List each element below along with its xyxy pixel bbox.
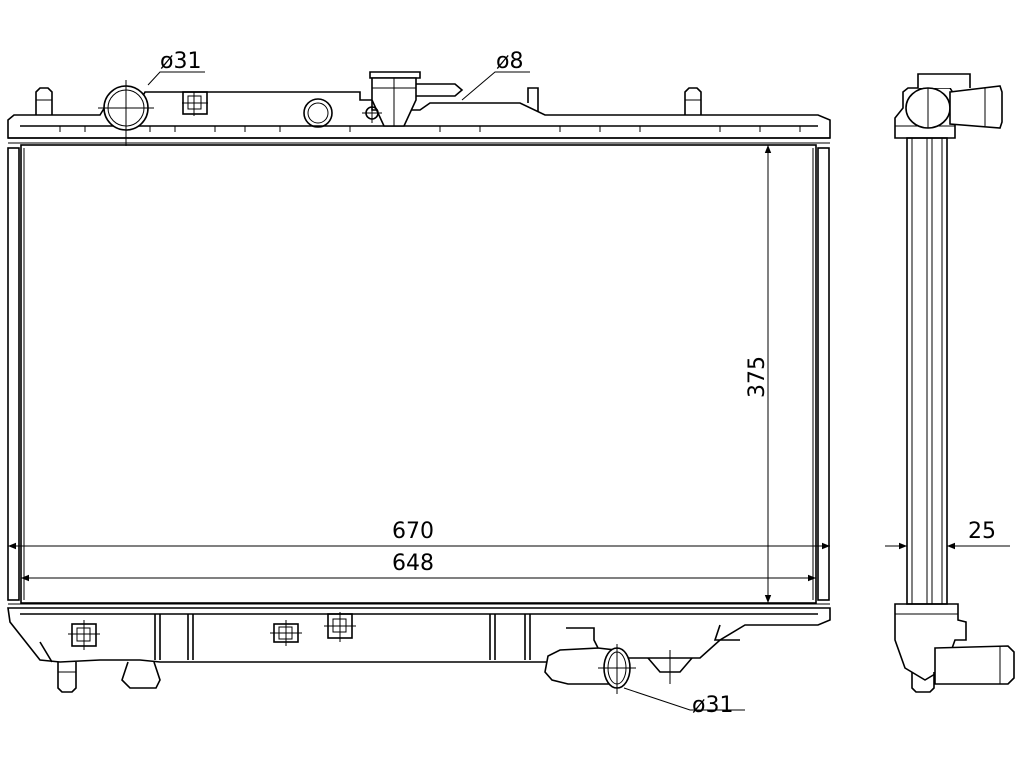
side-plates: [7, 147, 830, 601]
bottom-tank: [7, 603, 831, 693]
side-bottom-tank: [894, 603, 1015, 693]
core-thickness-label: 25: [968, 519, 996, 544]
bottom-outlet-diameter-label: ø31: [692, 693, 733, 718]
side-core: [906, 137, 948, 605]
core-height-label: 375: [745, 356, 770, 398]
radiator-core: [20, 144, 817, 604]
overall-width-label: 670: [392, 519, 434, 544]
dimension-lines: [8, 71, 830, 711]
bottom-outlet-pipe: [544, 627, 636, 694]
side-top-tank: [894, 73, 1003, 139]
front-view: ø31 ø8 670 648 375 ø31: [7, 49, 831, 718]
side-view: 25: [885, 73, 1015, 693]
cap-nipple-diameter-label: ø8: [496, 49, 523, 74]
top-inlet-pipe: [98, 80, 154, 146]
core-width-label: 648: [392, 551, 434, 576]
top-inlet-diameter-label: ø31: [160, 49, 201, 74]
radiator-cap: [362, 71, 464, 127]
